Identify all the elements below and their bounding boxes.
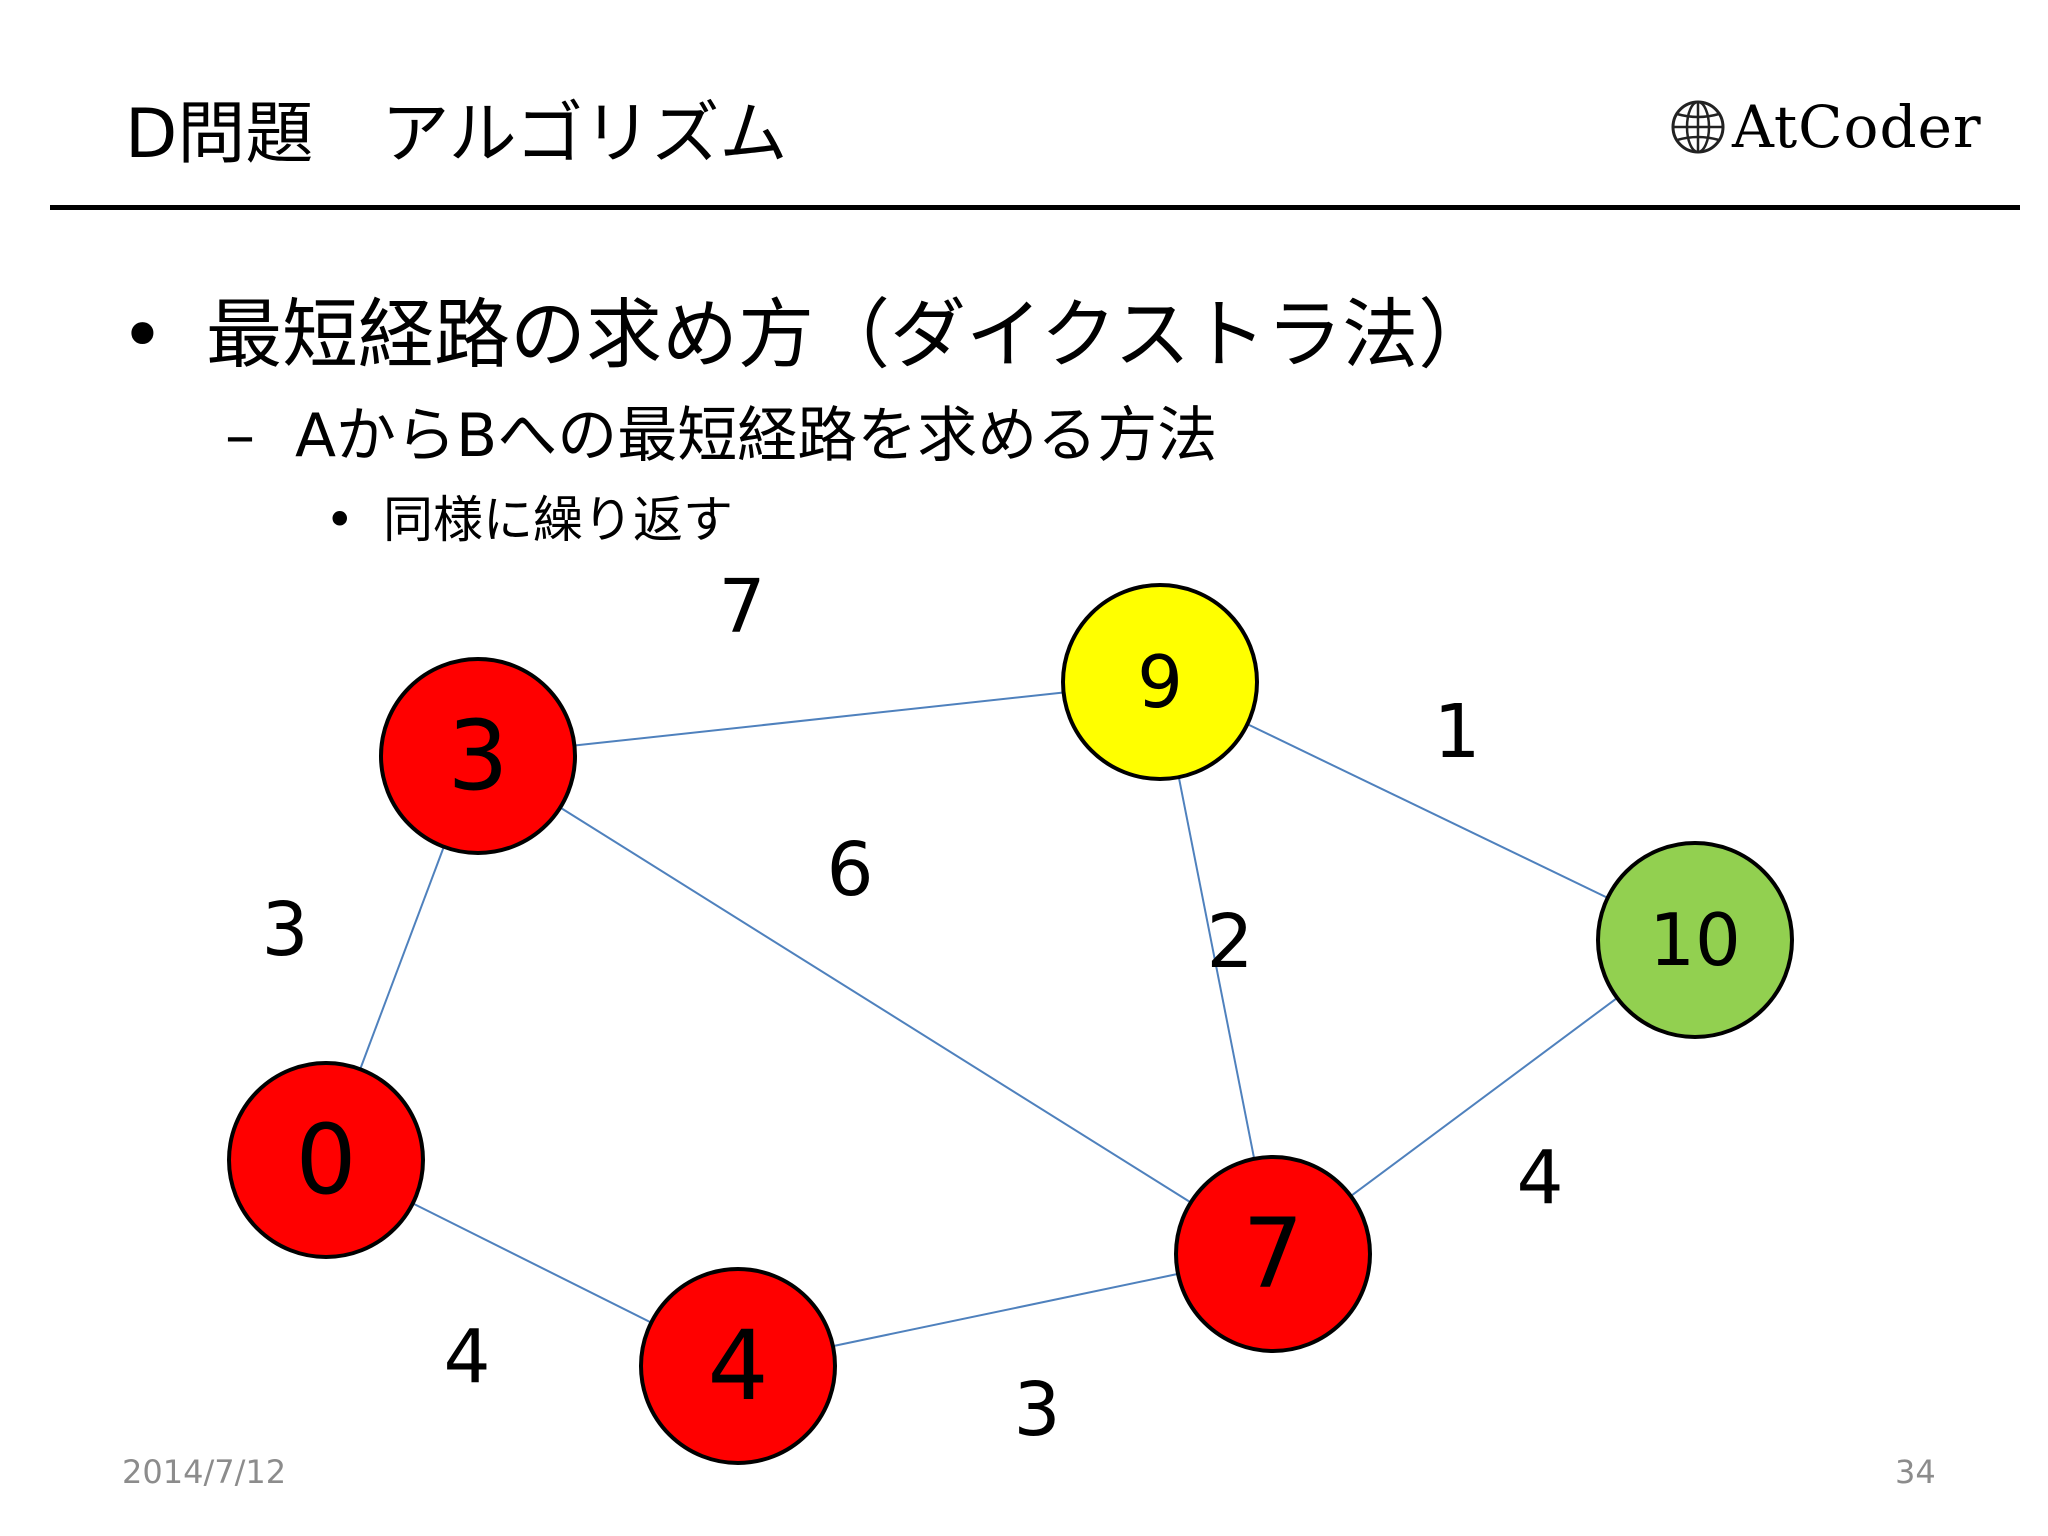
node-circle	[1596, 841, 1794, 1039]
node-circle	[1174, 1155, 1372, 1353]
bullet-level-1: • 最短経路の求め方（ダイクストラ法）	[120, 290, 1494, 380]
node-circle	[639, 1267, 837, 1465]
edge-weight-label: 4	[443, 1314, 490, 1400]
node-label: 7	[1242, 1198, 1303, 1310]
edge-n3a-n7	[559, 806, 1192, 1204]
logo-text: AtCoder	[1732, 93, 1982, 161]
slide-title: D問題 アルゴリズム	[125, 95, 788, 174]
bullet-marker-3: •	[325, 491, 355, 549]
node-label: 9	[1137, 640, 1183, 724]
node-circle	[227, 1061, 425, 1259]
graph-node: 10	[1596, 841, 1794, 1039]
graph-node: 0	[227, 1061, 425, 1259]
node-circle	[379, 657, 577, 855]
atcoder-logo: AtCoder	[1670, 92, 1982, 162]
footer-date: 2014/7/12	[122, 1453, 287, 1491]
edge-weight-label: 3	[261, 887, 308, 973]
graph-node: 3	[379, 657, 577, 855]
edge-n3a-n9	[574, 691, 1064, 747]
edge-n10-n7	[1350, 997, 1618, 1197]
node-circle	[1061, 583, 1259, 781]
title-divider	[50, 205, 2020, 210]
bullet-text-2: AからBへの最短経路を求める方法	[295, 401, 1218, 471]
edge-weight-label: 3	[1013, 1367, 1060, 1453]
node-label: 10	[1649, 898, 1741, 982]
node-label: 4	[707, 1310, 768, 1422]
bullet-level-2: –AからBへの最短経路を求める方法	[225, 400, 1217, 472]
edge-n3a-n0	[359, 846, 445, 1070]
edge-weight-label: 1	[1433, 689, 1480, 775]
bullet-text-3: 同様に繰り返す	[383, 491, 733, 549]
node-layer: 3 9 10 0 4 7	[227, 583, 1794, 1465]
bullet-marker-2: –	[225, 401, 255, 471]
graph-node: 7	[1174, 1155, 1372, 1353]
edge-layer	[359, 691, 1618, 1348]
node-label: 3	[447, 700, 508, 812]
edge-n9-n7	[1177, 776, 1256, 1160]
edge-n0-n4	[412, 1202, 652, 1324]
globe-icon	[1671, 100, 1725, 154]
graph-node: 9	[1061, 583, 1259, 781]
node-label: 0	[295, 1104, 356, 1216]
bullet-text-1: 最短経路の求め方（ダイクストラ法）	[206, 290, 1495, 379]
edge-n4-n7	[832, 1272, 1179, 1348]
edge-weight-label: 2	[1206, 899, 1253, 985]
edge-n9-n10	[1246, 723, 1609, 899]
edge-weight-label: 7	[718, 564, 765, 650]
edge-weight-label: 4	[1516, 1135, 1563, 1221]
bullet-level-3: • 同様に繰り返す	[325, 490, 733, 550]
graph-node: 4	[639, 1267, 837, 1465]
edge-weight-label: 6	[826, 827, 873, 913]
page-number: 34	[1895, 1453, 1936, 1491]
bullet-marker-1: •	[120, 290, 165, 379]
weight-layer: 7 1 6 3 2 4 4 3	[261, 564, 1563, 1453]
